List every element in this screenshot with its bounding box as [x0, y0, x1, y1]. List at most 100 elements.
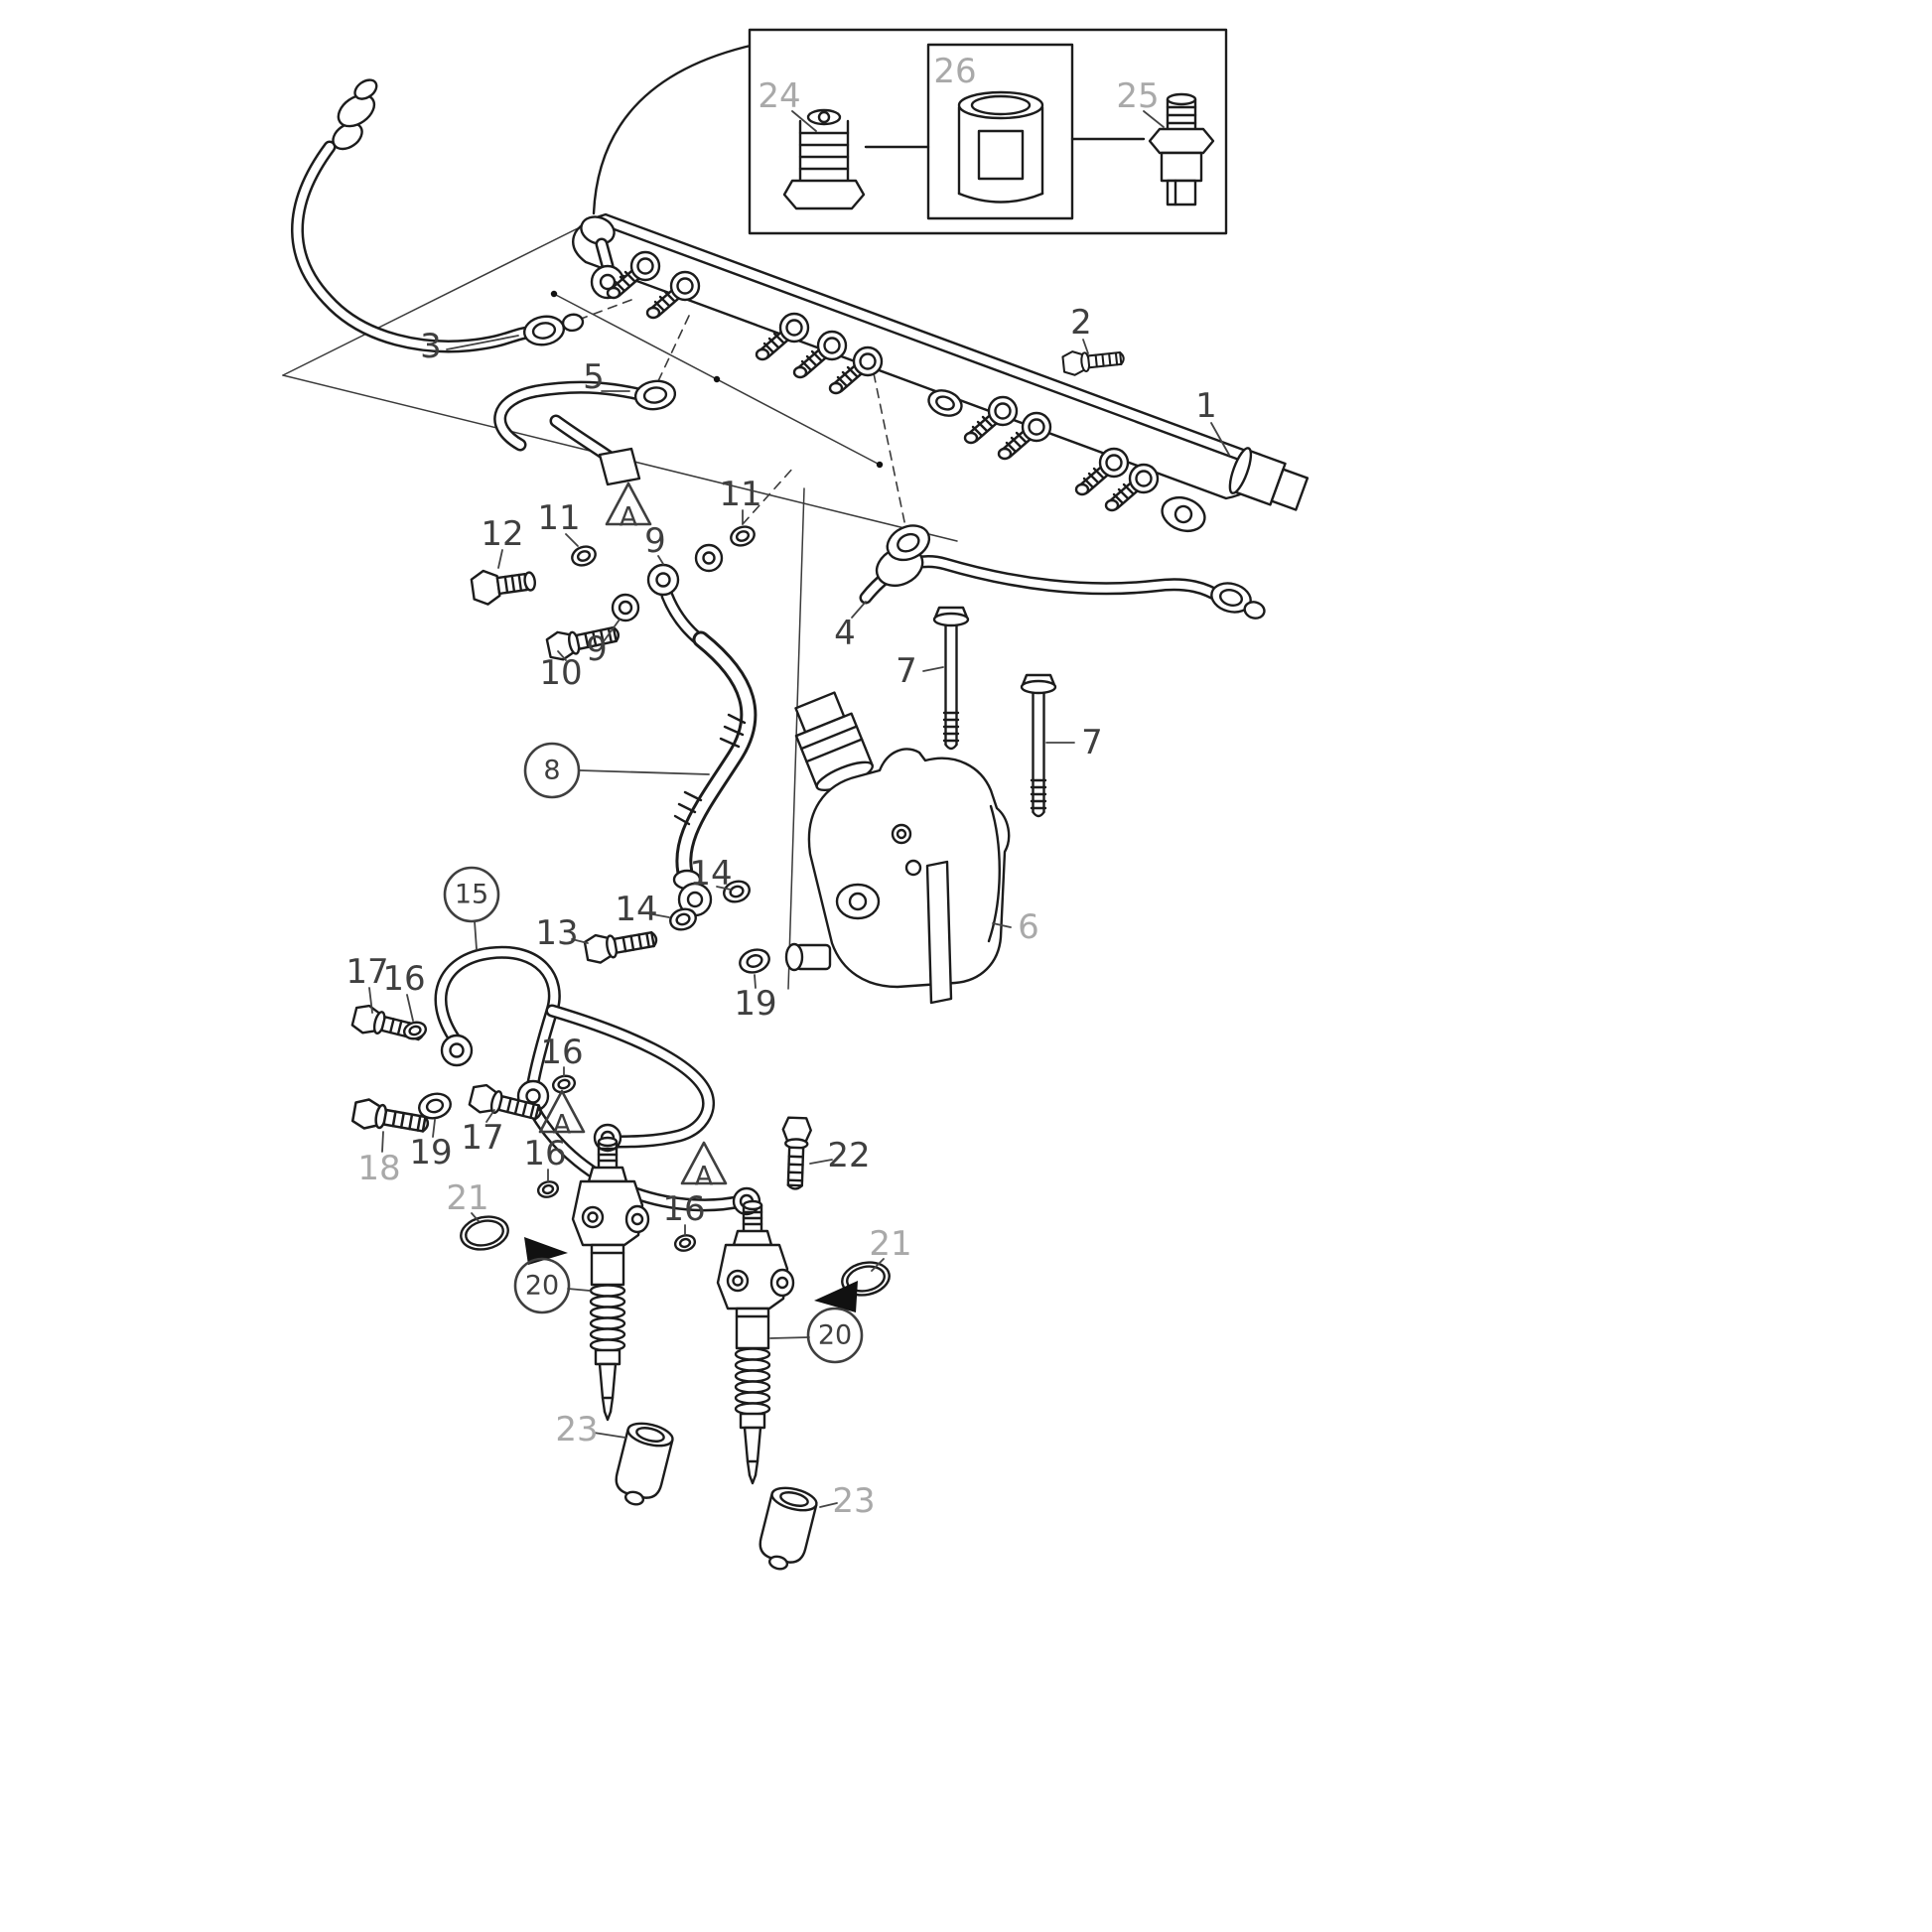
callout-leaders [368, 110, 1230, 1508]
callout-14: 14 [615, 890, 657, 929]
leader-line-16 [406, 994, 414, 1022]
callout-1: 1 [1195, 386, 1217, 426]
leader-line-4 [851, 601, 867, 619]
callout-7: 7 [1081, 723, 1103, 762]
fuel-injector-20 [571, 1136, 650, 1422]
callout-25: 25 [1116, 76, 1159, 116]
banjo-union-9 [646, 563, 680, 597]
pump-bolt-7 [1020, 673, 1057, 818]
container-26 [957, 90, 1044, 204]
leader-line-14 [646, 912, 670, 918]
callout-A: A [553, 1110, 572, 1141]
callout-18: 18 [357, 1149, 400, 1188]
callout-15: 15 [455, 880, 488, 910]
callout-16: 16 [382, 959, 425, 999]
callout-5: 5 [583, 357, 605, 397]
leader-line-9 [603, 619, 621, 642]
callout-A: A [620, 502, 638, 533]
leader-line-1 [1210, 422, 1230, 456]
callout-20: 20 [818, 1320, 852, 1351]
leader-line-23 [819, 1502, 838, 1508]
leader-line-25 [1143, 110, 1165, 128]
leader-line-24 [791, 110, 817, 132]
banjo-union-cluster [470, 525, 756, 663]
pump-bolt-7 [932, 606, 970, 751]
leader-line-3 [446, 335, 519, 350]
callout-A: A [695, 1162, 714, 1192]
leader-line-21 [871, 1258, 885, 1272]
callout-22: 22 [827, 1136, 870, 1175]
leader-line-12 [497, 549, 503, 569]
protective-cap-23 [754, 1482, 820, 1576]
pressure-sensor-12 [470, 569, 536, 606]
fuel-injector-20 [716, 1199, 795, 1485]
marker-triangle [605, 482, 652, 526]
leader-line-19 [432, 1119, 436, 1138]
leader-line-21 [471, 1212, 480, 1222]
callout-21: 21 [446, 1178, 488, 1218]
callout-24: 24 [758, 76, 800, 116]
leader-line-15 [474, 920, 478, 950]
callout-17: 17 [461, 1118, 503, 1158]
o-rings [460, 1215, 891, 1312]
leader-line-13 [571, 938, 589, 944]
arrow-icon [524, 1237, 568, 1265]
callout-2: 2 [1070, 303, 1092, 343]
plug-24 [782, 108, 866, 210]
callout-23: 23 [555, 1410, 598, 1449]
detail-inset-box [748, 28, 1228, 235]
leader-line-23 [593, 1432, 626, 1439]
callout-26: 26 [933, 52, 976, 91]
callout-12: 12 [481, 514, 523, 554]
leader-line-11 [565, 533, 579, 547]
callout-20: 20 [525, 1271, 559, 1302]
banjo-union-9 [611, 593, 640, 622]
leader-line-22 [809, 1159, 833, 1165]
leader-line-8 [579, 769, 710, 775]
washer-11 [730, 525, 756, 547]
callout-16: 16 [662, 1189, 705, 1229]
leader-line-20 [769, 1336, 810, 1339]
callout-8: 8 [543, 756, 560, 786]
marker-triangle [680, 1141, 728, 1185]
callout-17: 17 [345, 952, 388, 992]
leader-line-20 [567, 1288, 591, 1292]
callout-19: 19 [409, 1133, 452, 1173]
callout-7: 7 [896, 651, 917, 691]
leader-line-7 [922, 666, 944, 672]
marker-triangle [538, 1089, 586, 1134]
callout-6: 6 [1018, 907, 1039, 947]
fuel-pipe-5 [493, 377, 678, 486]
leader-line-17 [368, 987, 373, 1014]
callout-9: 9 [586, 629, 608, 669]
leader-line-19 [754, 974, 757, 989]
callout-circle-20 [806, 1307, 864, 1364]
callout-9: 9 [644, 521, 666, 561]
callout-3: 3 [420, 327, 442, 366]
leader-line-9 [657, 555, 664, 565]
washer-11 [571, 545, 597, 567]
fuel-pipe-4 [859, 524, 1266, 620]
callout-circle-15 [443, 866, 500, 923]
protective-cap-23 [610, 1418, 676, 1511]
callout-circle-20 [513, 1257, 571, 1314]
callout-14: 14 [689, 854, 732, 894]
pump-fittings [582, 880, 770, 974]
callout-10: 10 [539, 653, 582, 693]
fuel-rail [572, 212, 1310, 533]
callout-23: 23 [832, 1481, 875, 1521]
callout-4: 4 [834, 614, 856, 653]
callout-11: 11 [719, 475, 761, 514]
leader-line-10 [557, 650, 567, 661]
rail-ring [927, 389, 963, 417]
inset-reference-curve [592, 43, 757, 215]
clamp-bolt-22 [779, 1116, 813, 1191]
callout-21: 21 [869, 1224, 911, 1264]
leader-line-18 [381, 1131, 384, 1153]
leader-line-2 [1082, 339, 1089, 354]
callout-circle-8 [523, 742, 581, 799]
fuel-hose-8 [672, 630, 758, 917]
